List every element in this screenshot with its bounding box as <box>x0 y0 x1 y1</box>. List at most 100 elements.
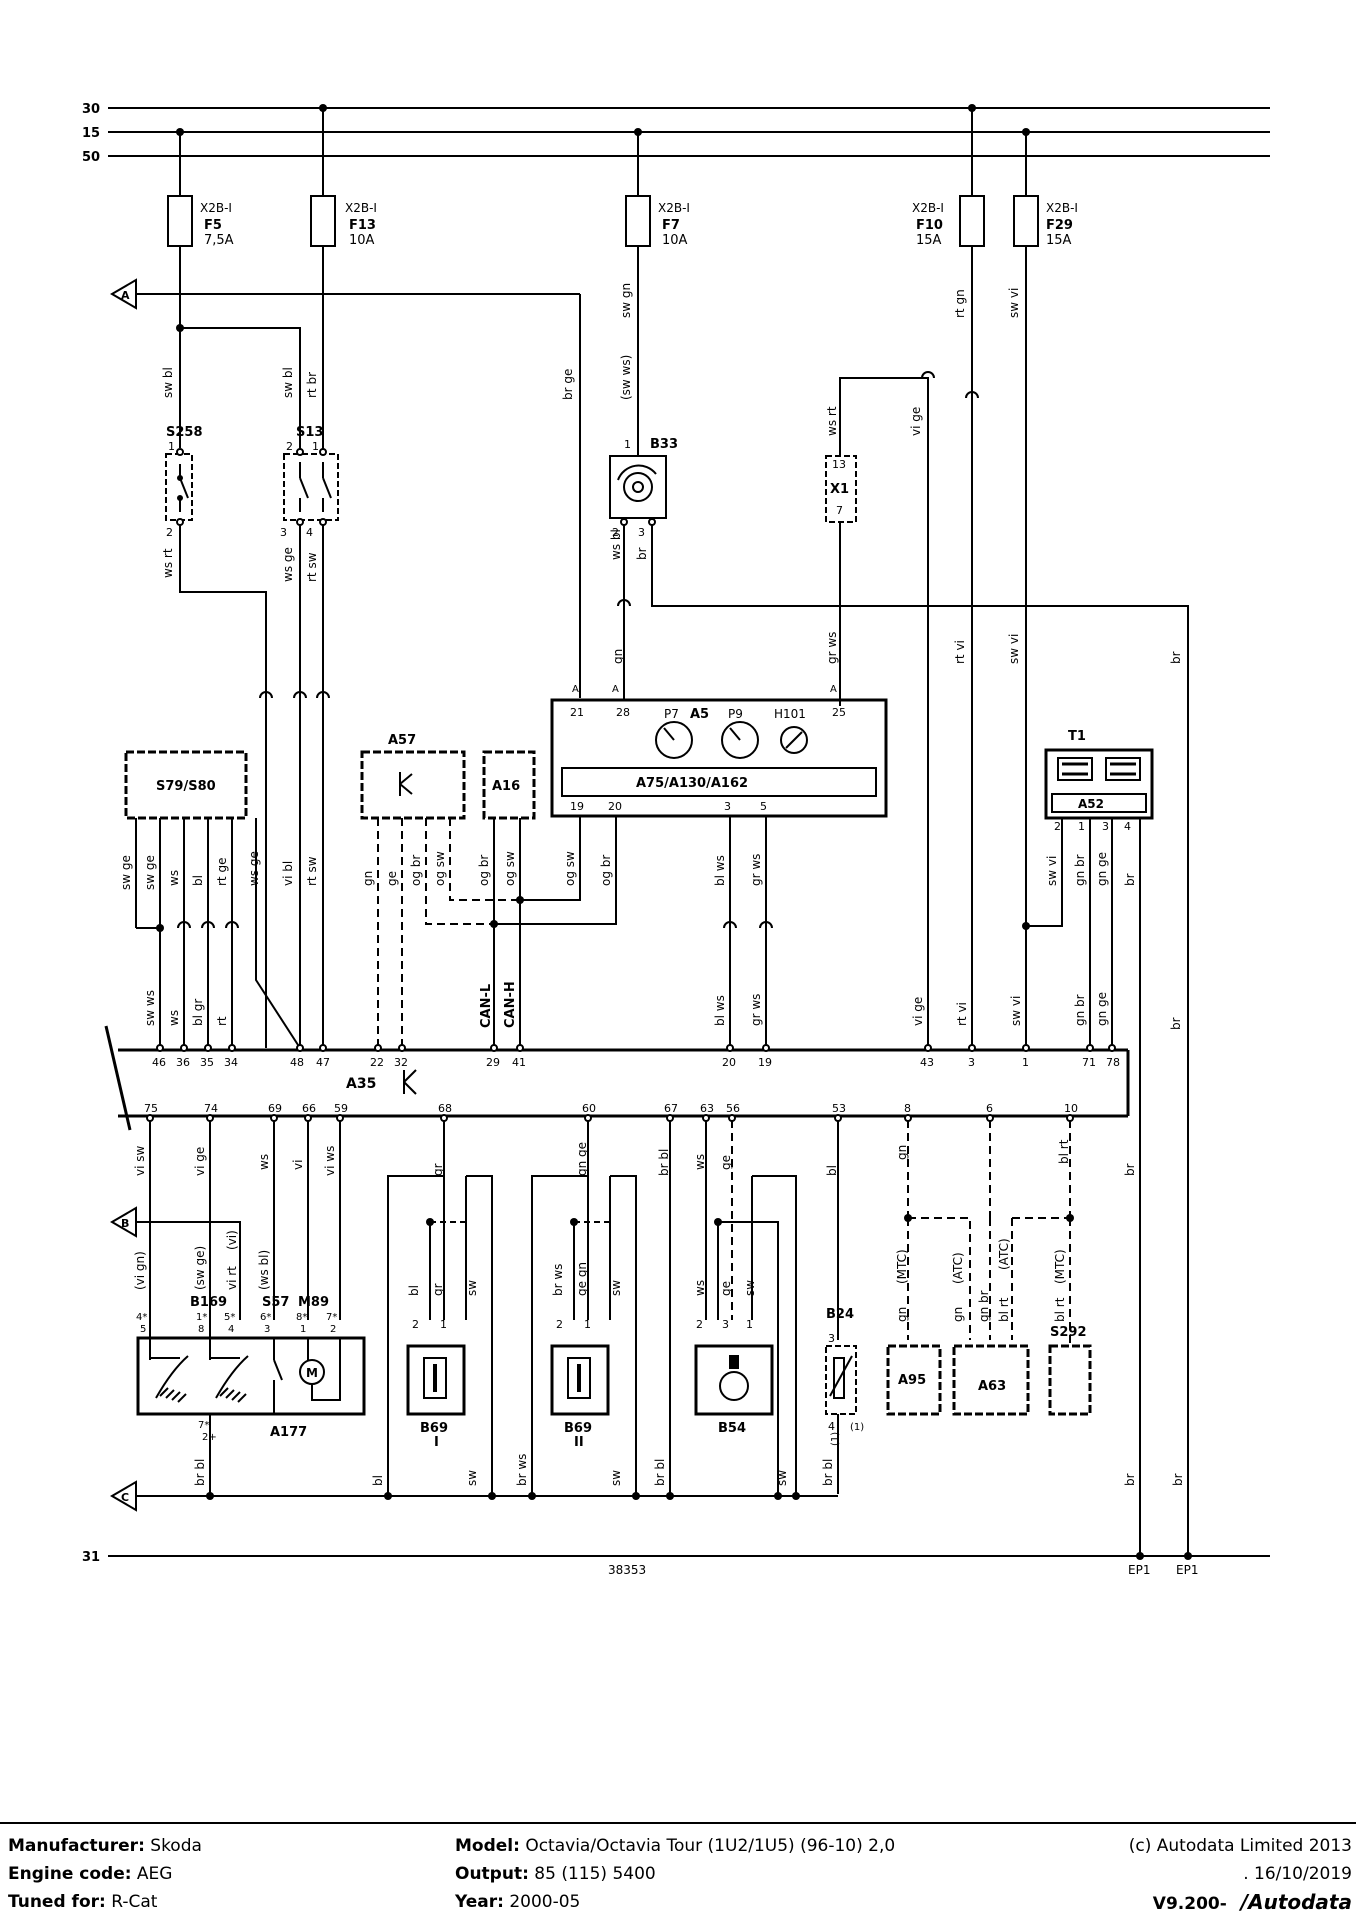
svg-text:vi ge: vi ge <box>909 407 923 436</box>
svg-text:2: 2 <box>1054 820 1061 833</box>
svg-text:S57: S57 <box>262 1295 289 1310</box>
svg-text:H101: H101 <box>774 707 806 721</box>
svg-text:1: 1 <box>584 1318 591 1331</box>
svg-text:69: 69 <box>268 1102 282 1115</box>
transformer-t1: T1 A52 2 1 3 4 <box>1022 729 1154 1556</box>
svg-text:3: 3 <box>264 1324 270 1335</box>
rail-31-label: 31 <box>82 1550 100 1565</box>
fuse-f10: X2B-I F10 15A <box>912 108 985 1048</box>
svg-text:sw: sw <box>465 1470 479 1486</box>
ground-ep1-a: EP1 <box>1128 1563 1150 1577</box>
svg-text:gn: gn <box>951 1307 965 1322</box>
svg-text:4*: 4* <box>136 1312 147 1323</box>
year-value: 2000-05 <box>509 1892 581 1912</box>
rail-15-label: 15 <box>82 126 100 141</box>
svg-text:A: A <box>572 684 579 695</box>
svg-text:br ws: br ws <box>551 1264 565 1296</box>
sensor-b33: 1 B33 2 3 <box>609 437 1189 1556</box>
svg-text:75: 75 <box>144 1102 158 1115</box>
engine-value: AEG <box>136 1864 173 1884</box>
svg-text:B24: B24 <box>826 1307 854 1322</box>
svg-text:34: 34 <box>224 1056 238 1069</box>
svg-text:br bl: br bl <box>821 1459 835 1486</box>
cluster-a5: A A A 21 28 25 P7 A5 P9 H101 A75/A130/A1… <box>550 684 888 1048</box>
svg-text:3: 3 <box>724 800 731 813</box>
switch-s292: S292 <box>1048 1325 1092 1416</box>
svg-text:7,5A: 7,5A <box>204 233 234 248</box>
svg-text:ws: ws <box>167 1010 181 1026</box>
svg-text:2: 2 <box>330 1324 336 1335</box>
svg-text:ws: ws <box>693 1280 707 1296</box>
autodata-logo: /Autodata <box>1240 1890 1352 1914</box>
svg-text:gn ge: gn ge <box>575 1142 589 1176</box>
svg-text:br bl: br bl <box>653 1459 667 1486</box>
svg-text:gn: gn <box>361 871 375 886</box>
svg-text:vi ge: vi ge <box>911 997 925 1026</box>
svg-text:rt sw: rt sw <box>305 552 319 582</box>
svg-text:ws: ws <box>257 1154 271 1170</box>
svg-text:br: br <box>1123 1163 1137 1176</box>
svg-text:br: br <box>635 547 649 560</box>
svg-text:rt sw: rt sw <box>305 856 319 886</box>
svg-text:15A: 15A <box>1046 233 1072 248</box>
svg-text:sw vi: sw vi <box>1007 634 1021 664</box>
svg-text:8: 8 <box>198 1324 204 1335</box>
svg-text:gn ge: gn ge <box>1095 852 1109 886</box>
svg-text:B69: B69 <box>564 1421 592 1436</box>
svg-text:P9: P9 <box>728 707 743 721</box>
drawing-ref: 38353 <box>608 1563 646 1577</box>
svg-text:7*: 7* <box>198 1420 209 1431</box>
ground-ep1-b: EP1 <box>1176 1563 1198 1577</box>
svg-text:I: I <box>434 1435 439 1450</box>
svg-text:67: 67 <box>664 1102 678 1115</box>
a35-bottom-pins: 75 74 69 66 59 68 60 67 63 56 53 8 6 10 <box>144 1102 1078 1122</box>
svg-text:20: 20 <box>608 800 622 813</box>
svg-text:X2B-I: X2B-I <box>912 201 944 215</box>
svg-text:br ge: br ge <box>561 369 575 400</box>
power-rails: 30 15 50 31 <box>82 102 1270 1565</box>
svg-text:(sw ge): (sw ge) <box>193 1246 207 1290</box>
svg-text:gn: gn <box>895 1307 909 1322</box>
svg-text:ge: ge <box>385 871 399 886</box>
svg-text:vi sw: vi sw <box>133 1145 147 1176</box>
svg-text:br: br <box>1123 873 1137 886</box>
svg-text:M: M <box>306 1366 318 1380</box>
svg-text:7*: 7* <box>326 1312 337 1323</box>
svg-text:43: 43 <box>920 1056 934 1069</box>
svg-text:S292: S292 <box>1050 1325 1087 1340</box>
svg-text:rt: rt <box>215 1016 229 1026</box>
svg-text:bl ws: bl ws <box>713 855 727 886</box>
svg-text:gn br: gn br <box>1073 854 1087 886</box>
svg-text:A57: A57 <box>388 733 416 748</box>
offpage-connector-c: C br bl bl sw br ws sw br bl sw br bl br… <box>110 1454 1185 1512</box>
svg-text:II: II <box>574 1435 584 1450</box>
switch-s13: S13 2 1 3 4 <box>280 425 339 1048</box>
svg-text:7: 7 <box>836 504 843 517</box>
svg-text:gr: gr <box>431 1283 445 1296</box>
svg-text:13: 13 <box>832 458 846 471</box>
module-a63: A63 <box>952 1344 1030 1416</box>
svg-text:3: 3 <box>1102 820 1109 833</box>
svg-text:vi ge: vi ge <box>193 1147 207 1176</box>
svg-text:(1): (1) <box>830 1432 841 1446</box>
svg-text:rt br: rt br <box>305 372 319 398</box>
tuned-label: Tuned for: <box>8 1892 106 1912</box>
svg-text:48: 48 <box>290 1056 304 1069</box>
svg-text:56: 56 <box>726 1102 740 1115</box>
print-date: . 16/10/2019 <box>1243 1864 1352 1884</box>
svg-text:sw: sw <box>775 1470 789 1486</box>
can-labels: CAN-L CAN-H <box>479 981 518 1028</box>
svg-text:A: A <box>121 289 130 302</box>
svg-text:og sw: og sw <box>433 851 447 886</box>
svg-text:CAN-H: CAN-H <box>503 981 518 1028</box>
fuse-f29: X2B-I F29 15A <box>1013 132 1078 1048</box>
module-a95: A95 <box>886 1344 942 1416</box>
version: V9.200- <box>1152 1894 1227 1914</box>
svg-text:4: 4 <box>228 1324 234 1335</box>
svg-text:F10: F10 <box>916 218 943 233</box>
upper-wire-labels: sw bl sw bl rt br sw gn (sw ws) ws rt vi… <box>161 283 1183 664</box>
svg-text:2: 2 <box>166 526 173 539</box>
svg-text:bl: bl <box>191 875 205 886</box>
svg-text:sw gn: sw gn <box>619 283 633 318</box>
year-label: Year: <box>455 1892 504 1912</box>
